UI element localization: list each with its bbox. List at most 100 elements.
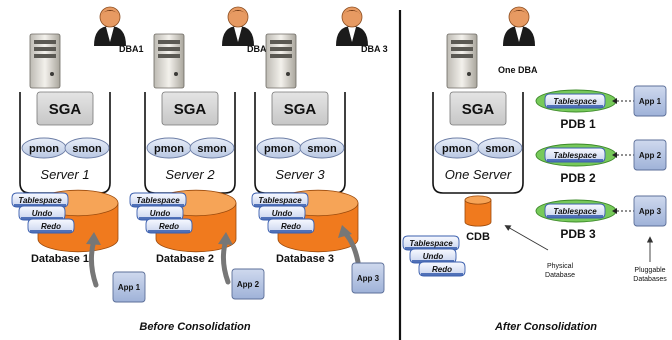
- app-box: [231, 268, 265, 300]
- sga-label: SGA: [284, 101, 317, 118]
- tag-label: Redo: [159, 222, 179, 231]
- tag-label: Tablespace: [553, 151, 597, 160]
- person-head: [99, 6, 121, 28]
- tag-label: Tablespace: [553, 97, 597, 106]
- tag-label: Tablespace: [258, 196, 302, 205]
- database-label-3: Database 3: [276, 253, 334, 265]
- person-collar: [515, 27, 523, 42]
- one-dba-person: [503, 6, 535, 46]
- dba-person-3: [336, 6, 368, 46]
- server-tower-2: [153, 33, 185, 89]
- server-bay: [270, 40, 292, 44]
- pdb-label: PDB 3: [560, 227, 596, 241]
- person-collar: [106, 27, 114, 42]
- redo-tag: Redo: [145, 218, 193, 234]
- tablespace-tag: Tablespace: [251, 192, 309, 208]
- app-box: [351, 262, 385, 294]
- database-label-1: Database 1: [31, 253, 89, 265]
- smon-pill: [64, 137, 110, 159]
- app-arrow-head-3: [338, 225, 352, 238]
- app-arrow-head-1: [86, 232, 101, 245]
- pdb-label: PDB 1: [560, 117, 596, 131]
- pdb-connector-head: [612, 208, 617, 214]
- tag-shadow: [14, 204, 66, 207]
- smon-pill: [477, 137, 523, 159]
- before-app-2: App 2: [231, 268, 265, 300]
- server-bay: [34, 40, 56, 44]
- pmon-label: pmon: [442, 143, 472, 155]
- database-label-2: Database 2: [156, 253, 214, 265]
- smon-label: smon: [197, 143, 227, 155]
- tag-shadow: [547, 215, 603, 218]
- smon-label: smon: [72, 143, 102, 155]
- tag-label: Undo: [423, 252, 444, 261]
- before-caption: Before Consolidation: [139, 321, 251, 333]
- tablespace-tag: Tablespace: [11, 192, 69, 208]
- physical-label: Physical: [547, 263, 574, 270]
- after-app-3: App 3: [633, 195, 667, 227]
- tag-shadow: [547, 105, 603, 108]
- server-led: [467, 72, 471, 76]
- before-app-1: App 1: [112, 271, 146, 303]
- tag-label: Redo: [41, 222, 61, 231]
- dba-person-2: [222, 6, 254, 46]
- sga-box: [161, 91, 219, 126]
- server-bay: [158, 54, 180, 58]
- server-led: [286, 72, 290, 76]
- cdb-cylinder: [464, 195, 492, 227]
- cylinder-body: [464, 199, 492, 227]
- dba-label-1: DBA1: [119, 44, 144, 54]
- server-tower-3: [265, 33, 297, 89]
- database-word-label: Database: [545, 272, 575, 279]
- server-bay: [451, 40, 473, 44]
- app-box: [633, 195, 667, 227]
- undo-tag: Undo: [18, 205, 66, 221]
- one-dba-label: One DBA: [498, 65, 538, 75]
- server-bay: [451, 54, 473, 58]
- pdb-label: PDB 2: [560, 171, 596, 185]
- undo-tag: Undo: [136, 205, 184, 221]
- tag-label: Undo: [272, 209, 293, 218]
- before-app-3: App 3: [351, 262, 385, 294]
- app-label: App 1: [118, 283, 141, 292]
- tag-shadow: [148, 230, 190, 233]
- person-hair: [509, 10, 529, 16]
- dba-label-2: DBA2: [247, 44, 272, 54]
- server-bay: [270, 47, 292, 51]
- server-name: One Server: [445, 167, 512, 182]
- server-bay: [451, 47, 473, 51]
- dba-label-3: DBA 3: [361, 44, 388, 54]
- after-app-1: App 1: [633, 85, 667, 117]
- smon-label: smon: [307, 143, 337, 155]
- tablespace-tag: Tablespace: [402, 235, 460, 251]
- tablespace-tag: Tablespace: [129, 192, 187, 208]
- undo-tag: Undo: [409, 248, 457, 264]
- cylinder-top: [464, 195, 492, 205]
- server-bay: [34, 47, 56, 51]
- server-name: Server 2: [165, 167, 215, 182]
- tag-label: Redo: [281, 222, 301, 231]
- tag-shadow: [132, 204, 184, 207]
- app-label: App 1: [639, 97, 662, 106]
- server-bay: [158, 47, 180, 51]
- sga-label: SGA: [49, 101, 82, 118]
- tag-shadow: [254, 204, 306, 207]
- sga-box: [36, 91, 94, 126]
- databases-word-label: Databases: [633, 276, 667, 283]
- sga-label: SGA: [462, 101, 495, 118]
- server-frame: [432, 92, 524, 194]
- server-led: [50, 72, 54, 76]
- person-hair: [342, 10, 362, 16]
- person-collar: [234, 27, 242, 42]
- server-name: Server 3: [275, 167, 325, 182]
- person-head: [341, 6, 363, 28]
- tag-label: Undo: [32, 209, 53, 218]
- pdb-connector-head: [612, 152, 617, 158]
- server-tower-1: [29, 33, 61, 89]
- sga-box: [449, 91, 507, 126]
